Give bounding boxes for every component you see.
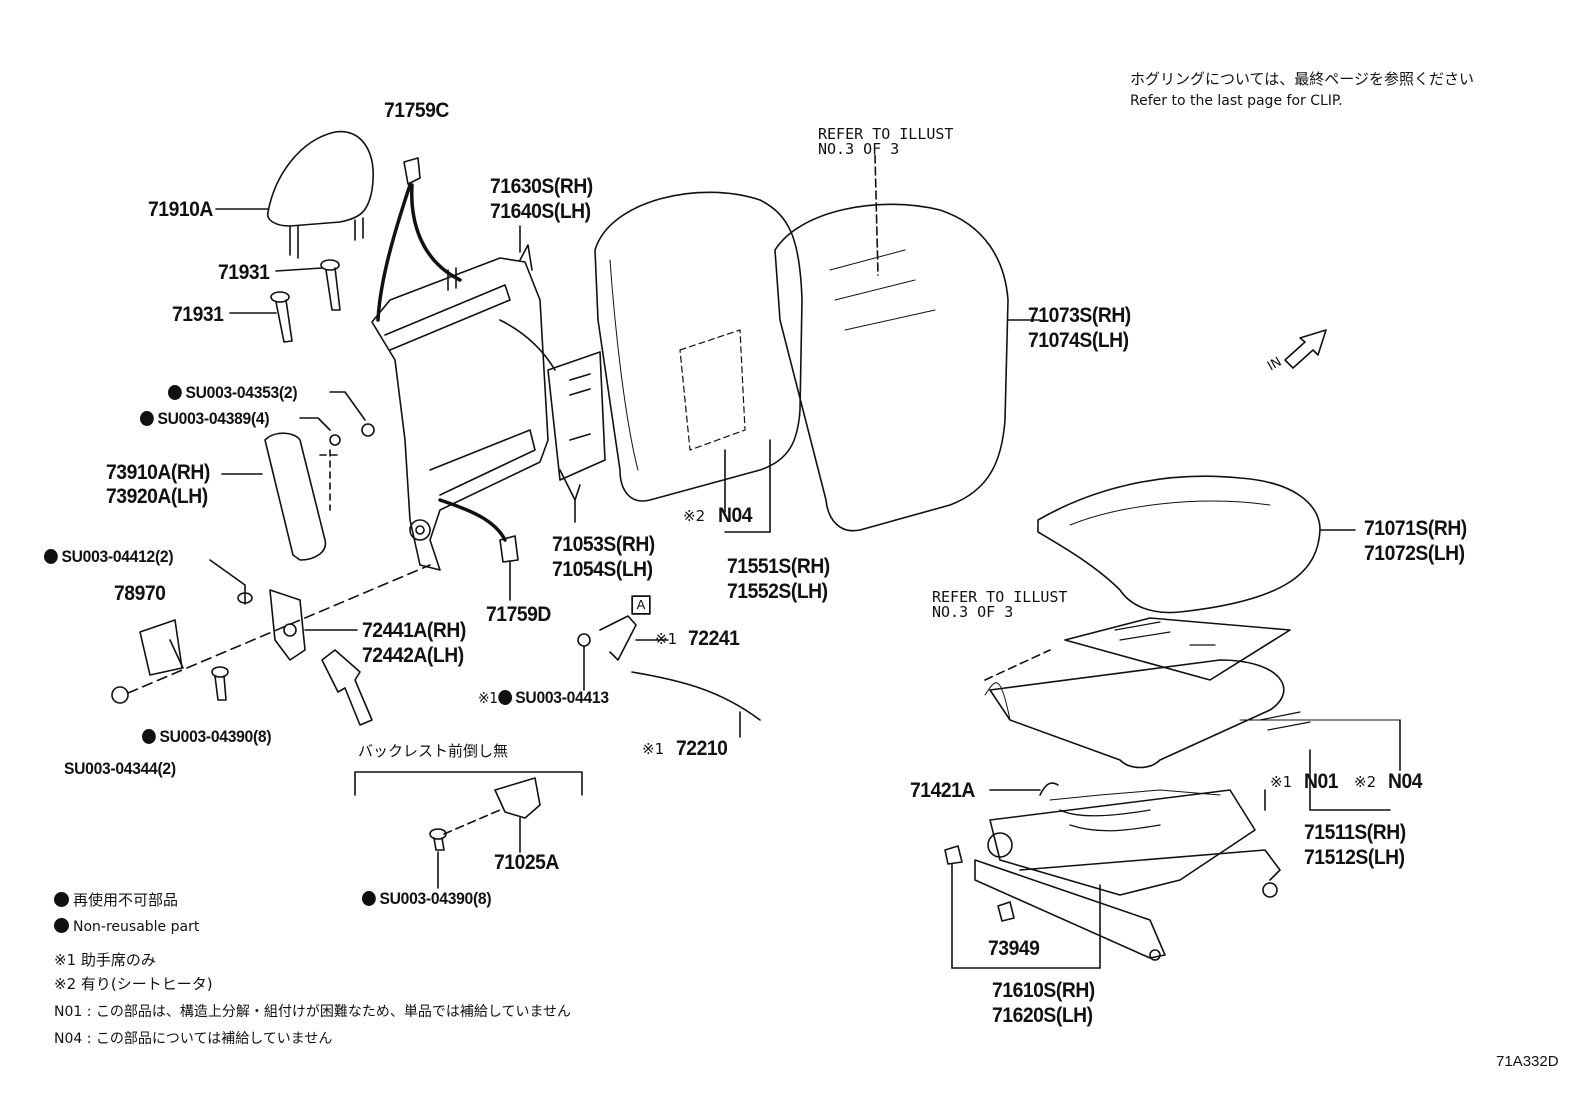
part-71072S: 71072S(LH) <box>1364 542 1465 565</box>
callout-box-a: A <box>632 596 650 614</box>
non-reusable-dot-icon <box>168 385 182 400</box>
part-71759D: 71759D <box>486 603 551 626</box>
non-reusable-dot-icon <box>142 729 156 744</box>
part-71053S: 71053S(RH) <box>552 533 655 556</box>
lumbar-bracket-drawing <box>547 351 606 523</box>
part-72210: 72210 <box>676 737 728 760</box>
part-71025A: 71025A <box>494 851 559 874</box>
direction-arrow-drawing <box>321 649 373 726</box>
cushion-pad-drawing <box>984 617 1401 811</box>
non-reusable-dot-icon <box>362 891 376 906</box>
part-71054S: 71054S(LH) <box>552 558 653 581</box>
part-71512S: 71512S(LH) <box>1304 846 1405 869</box>
seatback-cover-drawing <box>774 154 1041 532</box>
headrest-guides-drawing <box>229 259 341 343</box>
legend-n01: N01 : この部品は、構造上分解・組付けが困難なため、単品では補給していません <box>54 1004 572 1020</box>
p72210-prefix: ※1 <box>642 740 665 758</box>
legend-note2: ※2 有り(シートヒータ) <box>54 975 213 993</box>
non-reusable-dot-icon <box>54 918 69 933</box>
part-71910A: 71910A <box>148 198 213 221</box>
part-71074S: 71074S(LH) <box>1028 329 1129 352</box>
part-su003-04389: SU003-04389(4) <box>140 410 270 427</box>
part-71552S: 71552S(LH) <box>727 580 828 603</box>
n01-prefix: ※1 <box>1270 773 1293 791</box>
clip-71759D-drawing <box>438 498 519 601</box>
part-su003-04390-b: SU003-04390(8) <box>362 890 492 907</box>
n04-cushion: N04 <box>1388 770 1423 793</box>
recliner-drawing <box>111 559 431 704</box>
part-72441A: 72441A(RH) <box>362 619 466 642</box>
part-73910A: 73910A(RH) <box>106 461 210 484</box>
lever-cable-drawing <box>577 595 761 738</box>
part-71610S: 71610S(RH) <box>992 979 1095 1002</box>
figure-id: 71A332D <box>1496 1053 1559 1070</box>
non-reusable-dot-icon <box>140 411 154 426</box>
part-72241: 72241 <box>688 627 740 650</box>
seatback-frame-drawing <box>371 225 556 571</box>
part-71073S: 71073S(RH) <box>1028 304 1131 327</box>
part-71640S: 71640S(LH) <box>490 200 591 223</box>
n04-cushion-prefix: ※2 <box>1354 773 1377 791</box>
part-71620S: 71620S(LH) <box>992 1004 1093 1027</box>
part-71931-upper: 71931 <box>218 261 270 284</box>
part-su003-04353: SU003-04353(2) <box>168 384 298 401</box>
su04413-prefix: ※1 <box>478 689 498 707</box>
refer-illust-back: REFER TO ILLUST NO.3 OF 3 <box>818 125 954 158</box>
clip-note-jp: ホグリングについては、最終ページを参照ください <box>1130 70 1474 88</box>
legend-nonreusable-jp: 再使用不可部品 <box>54 892 178 908</box>
n04-heater-prefix: ※2 <box>683 507 706 525</box>
clip-71759C-drawing <box>376 157 462 322</box>
legend-nonreusable-en: Non-reusable part <box>54 918 199 934</box>
part-71551S: 71551S(RH) <box>727 555 830 578</box>
side-cover-drawing <box>221 391 375 561</box>
headrest-drawing <box>215 130 374 259</box>
part-71071S: 71071S(RH) <box>1364 517 1467 540</box>
part-71511S: 71511S(RH) <box>1304 821 1406 844</box>
part-71630S: 71630S(RH) <box>490 175 593 198</box>
part-71759C: 71759C <box>384 99 449 122</box>
legend-n04: N04 : この部品については補給していません <box>54 1031 333 1047</box>
part-71421A: 71421A <box>910 779 975 802</box>
part-73949: 73949 <box>988 937 1040 960</box>
part-su003-04390-a: SU003-04390(8) <box>142 728 272 745</box>
non-reusable-dot-icon <box>54 892 69 907</box>
part-71931-lower: 71931 <box>172 303 224 326</box>
backrest-bracket-drawing <box>354 771 583 889</box>
backrest-no-fold-note: バックレスト前倒し無 <box>358 742 509 760</box>
legend-note1: ※1 助手席のみ <box>54 951 156 969</box>
clip-note-en: Refer to the last page for CLIP. <box>1130 93 1343 109</box>
part-su003-04344: SU003-04344(2) <box>64 759 176 778</box>
part-78970: 78970 <box>114 582 166 605</box>
p72241-prefix: ※1 <box>655 630 678 648</box>
part-73920A: 73920A(LH) <box>106 485 208 508</box>
seatback-pad-drawing <box>594 191 803 533</box>
part-72442A: 72442A(LH) <box>362 644 464 667</box>
seat-frame-drawing <box>944 782 1281 969</box>
part-su003-04412: SU003-04412(2) <box>44 548 174 565</box>
non-reusable-dot-icon <box>497 690 512 705</box>
non-reusable-dot-icon <box>44 549 58 564</box>
in-arrow-drawing <box>1284 329 1327 369</box>
n04-heater-back: N04 <box>718 504 753 527</box>
refer-illust-cushion: REFER TO ILLUST NO.3 OF 3 <box>932 588 1068 621</box>
n01-cushion: N01 <box>1304 770 1339 793</box>
cushion-cover-drawing <box>1037 475 1356 614</box>
